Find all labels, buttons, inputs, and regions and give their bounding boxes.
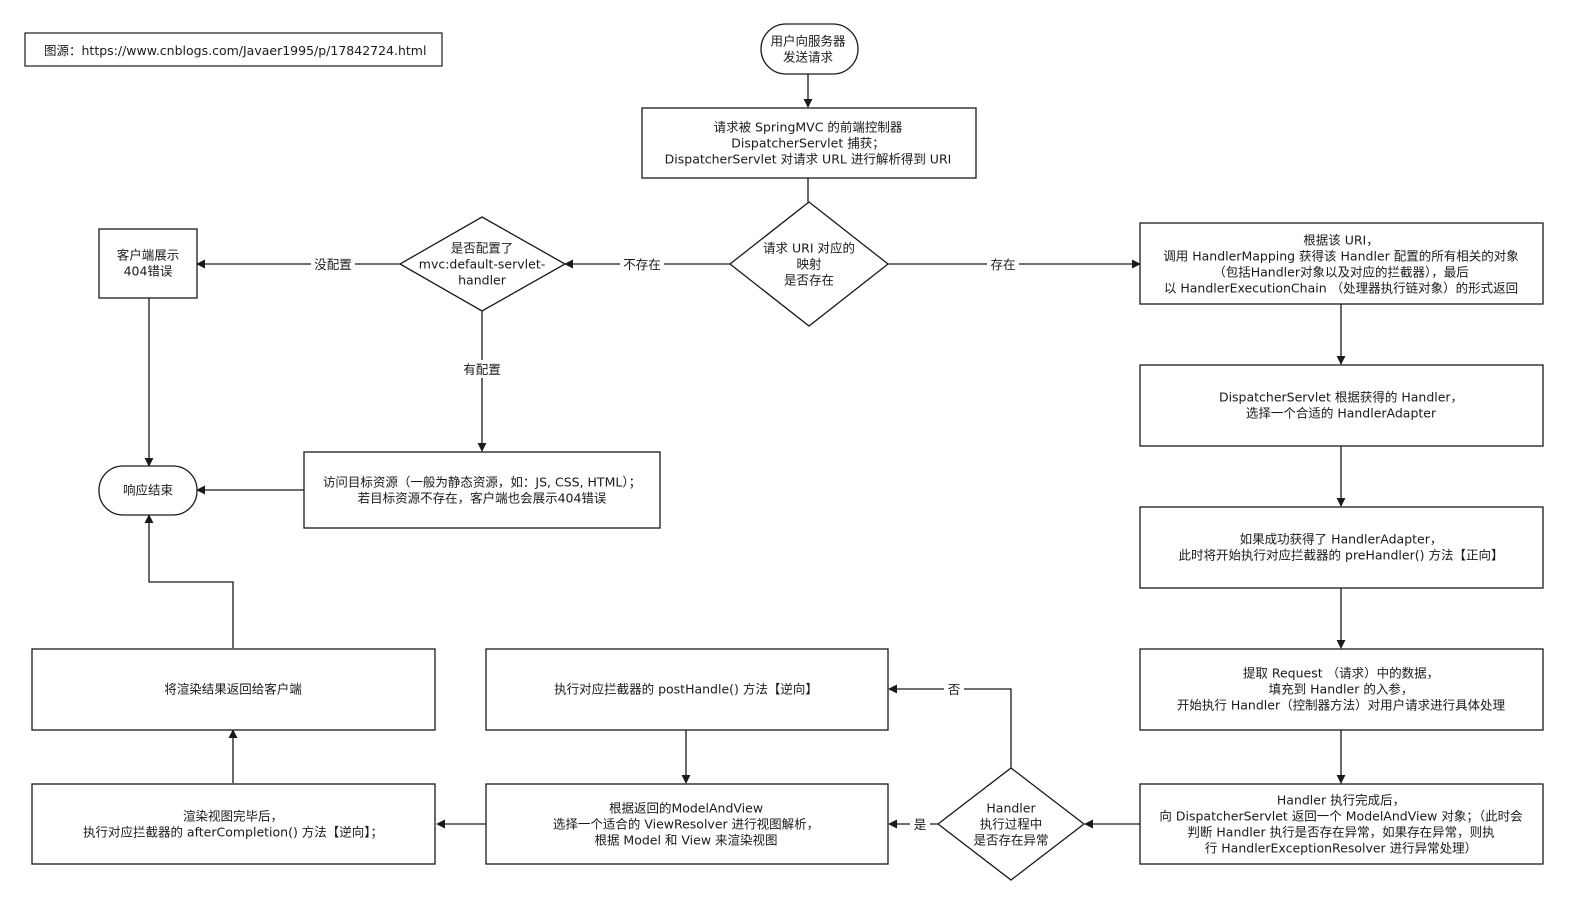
node-label-handler-adapter: DispatcherServlet 根据获得的 Handler，选择一个合适的 … [1219,390,1463,421]
node-label-start: 用户向服务器发送请求 [770,34,846,65]
edge-label-configured: 有配置 [460,360,504,378]
node-label-line: 发送请求 [783,50,834,65]
node-label-line: DispatcherServlet 根据获得的 Handler， [1219,390,1463,405]
node-label-uri-exists: 请求 URI 对应的映射是否存在 [763,241,855,288]
node-label-line: 404错误 [124,264,173,279]
node-label-line: handler [458,273,507,288]
svg-text:不存在: 不存在 [623,257,661,272]
node-label-line: 执行对应拦截器的 afterCompletion() 方法【逆向】； [83,825,383,840]
node-label-line: 响应结束 [123,483,174,498]
svg-text:是: 是 [914,817,927,832]
node-static-resource: 访问目标资源（一般为静态资源，如：JS, CSS, HTML）；若目标资源不存在… [303,451,661,529]
node-label-line: 访问目标资源（一般为静态资源，如：JS, CSS, HTML）； [323,475,641,490]
node-label-after-completion: 渲染视图完毕后，执行对应拦截器的 afterCompletion() 方法【逆向… [83,809,383,840]
node-label-line: 选择一个合适的 HandlerAdapter [1246,406,1437,421]
node-label-line: DispatcherServlet 对请求 URL 进行解析得到 URI [665,152,952,167]
node-label-line: 请求 URI 对应的 [763,241,855,256]
node-label-line: 此时将开始执行对应拦截器的 preHandler() 方法【正向】 [1179,548,1504,563]
node-label-line: 若目标资源不存在，客户端也会展示404错误 [358,491,607,506]
node-label-line: 是否存在异常 [973,833,1048,848]
node-extract-request: 提取 Request （请求）中的数据，填充到 Handler 的入参，开始执行… [1139,648,1544,731]
node-label-line: 判断 Handler 执行是否存在异常，如果存在异常，则执 [1187,825,1495,840]
node-label-line: 执行过程中 [980,817,1043,832]
node-post-handle: 执行对应拦截器的 postHandle() 方法【逆向】 [485,648,889,731]
node-label-static-resource: 访问目标资源（一般为静态资源，如：JS, CSS, HTML）；若目标资源不存在… [323,475,641,506]
node-label-pre-handler: 如果成功获得了 HandlerAdapter，此时将开始执行对应拦截器的 pre… [1179,532,1504,563]
edge-label-not-exists: 不存在 [620,255,664,273]
svg-text:存在: 存在 [990,257,1015,272]
source-note-text: 图源：https://www.cnblogs.com/Javaer1995/p/… [44,43,426,58]
node-label-line: 向 DispatcherServlet 返回一个 ModelAndView 对象… [1159,809,1523,824]
node-uri-exists-decision: 请求 URI 对应的映射是否存在 [728,201,890,327]
node-label-line: 填充到 Handler 的入参， [1269,682,1414,697]
node-label-post-handle: 执行对应拦截器的 postHandle() 方法【逆向】 [554,682,818,697]
node-label-return-render: 将渲染结果返回给客户端 [164,682,302,697]
node-label-line: 用户向服务器 [770,34,846,49]
svg-text:没配置: 没配置 [314,257,352,272]
edge-label-not-configured: 没配置 [311,255,355,273]
node-handler-adapter: DispatcherServlet 根据获得的 Handler，选择一个合适的 … [1139,364,1544,447]
svg-text:有配置: 有配置 [463,362,501,377]
edge-label-exists: 存在 [987,255,1019,273]
node-label-line: 映射 [796,257,821,272]
node-label-handler-done: Handler 执行完成后，向 DispatcherServlet 返回一个 M… [1159,793,1523,856]
svg-text:否: 否 [948,682,961,697]
node-label-line: 渲染视图完毕后， [183,809,283,824]
node-after-completion: 渲染视图完毕后，执行对应拦截器的 afterCompletion() 方法【逆向… [31,783,436,865]
node-label-line: 以 HandlerExecutionChain （处理器执行链对象）的形式返回 [1164,281,1518,296]
node-label-line: Handler 执行完成后， [1277,793,1405,808]
node-pre-handler: 如果成功获得了 HandlerAdapter，此时将开始执行对应拦截器的 pre… [1139,506,1544,589]
node-label-line: 如果成功获得了 HandlerAdapter， [1240,532,1443,547]
node-handler-done: Handler 执行完成后，向 DispatcherServlet 返回一个 M… [1139,783,1544,865]
node-label-handler-mapping: 根据该 URI，调用 HandlerMapping 获得该 Handler 配置… [1163,233,1518,296]
edge-label-yes: 是 [910,815,930,833]
node-label-line: 将渲染结果返回给客户端 [164,682,302,697]
node-label-line: 请求被 SpringMVC 的前端控制器 [714,120,903,135]
node-response-end: 响应结束 [98,465,198,516]
node-label-line: 开始执行 Handler（控制器方法）对用户请求进行具体处理 [1177,698,1506,713]
node-label-response-end: 响应结束 [123,483,174,498]
node-label-extract-request: 提取 Request （请求）中的数据，填充到 Handler 的入参，开始执行… [1177,666,1506,713]
node-label-line: mvc:default-servlet- [419,257,545,272]
node-label-line: 行 HandlerExceptionResolver 进行异常处理） [1205,841,1477,856]
node-label-line: 根据返回的ModelAndView [609,801,763,816]
node-label-line: 是否配置了 [451,241,514,256]
node-label-line: 根据该 URI， [1303,233,1379,248]
node-return-render: 将渲染结果返回给客户端 [31,648,436,731]
node-label-line: Handler [986,801,1036,816]
node-label-line: DispatcherServlet 捕获； [731,136,884,151]
node-label-line: 选择一个适合的 ViewResolver 进行视图解析， [553,817,819,832]
node-label-line: 调用 HandlerMapping 获得该 Handler 配置的所有相关的对象 [1163,249,1518,264]
node-label-line: 是否存在 [784,273,834,288]
node-label-line: （包括Handler对象以及对应的拦截器），最后 [1213,265,1468,280]
node-handler-mapping: 根据该 URI，调用 HandlerMapping 获得该 Handler 配置… [1139,222,1544,305]
node-label-line: 执行对应拦截器的 postHandle() 方法【逆向】 [554,682,818,697]
source-note: 图源：https://www.cnblogs.com/Javaer1995/p/… [24,32,443,67]
edge-label-no: 否 [944,680,964,698]
edge-exception-no [888,684,1012,768]
edge-return-to-end [144,514,234,648]
node-label-line: 提取 Request （请求）中的数据， [1243,666,1439,681]
node-start: 用户向服务器发送请求 [760,23,859,75]
node-label-line: 客户端展示 [117,248,180,263]
node-label-line: 根据 Model 和 View 来渲染视图 [594,833,777,848]
